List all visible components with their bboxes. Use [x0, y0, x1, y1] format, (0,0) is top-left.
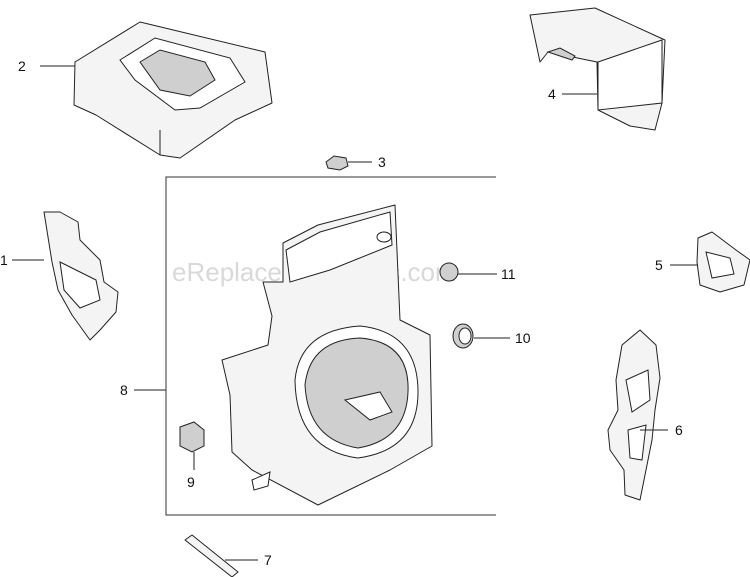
part-3-grommet[interactable]	[325, 155, 349, 171]
callout-11: 11	[501, 266, 516, 282]
part-8-blower-housing[interactable]	[221, 204, 433, 506]
part-1-left-baffle[interactable]	[43, 211, 119, 341]
callout-8: 8	[120, 382, 128, 398]
callout-4: 4	[548, 86, 556, 102]
part-6-side-plate[interactable]	[607, 329, 661, 501]
part-2-top-shroud[interactable]	[73, 21, 273, 159]
part-9-grommet[interactable]	[179, 421, 205, 453]
callout-5: 5	[655, 257, 663, 273]
part-4-rear-baffle[interactable]	[529, 7, 666, 131]
callout-9: 9	[187, 474, 195, 490]
part-11-plug[interactable]	[439, 262, 459, 282]
assembly-frame	[165, 176, 496, 516]
part-10-plug[interactable]	[452, 323, 474, 349]
callout-2: 2	[18, 58, 26, 74]
callout-6: 6	[675, 422, 683, 438]
callout-1: 1	[0, 252, 8, 268]
part-5-bracket[interactable]	[696, 231, 750, 293]
callout-10: 10	[515, 330, 531, 346]
callout-7: 7	[264, 552, 272, 568]
callout-3: 3	[378, 154, 386, 170]
part-7-gasket[interactable]	[184, 534, 239, 577]
